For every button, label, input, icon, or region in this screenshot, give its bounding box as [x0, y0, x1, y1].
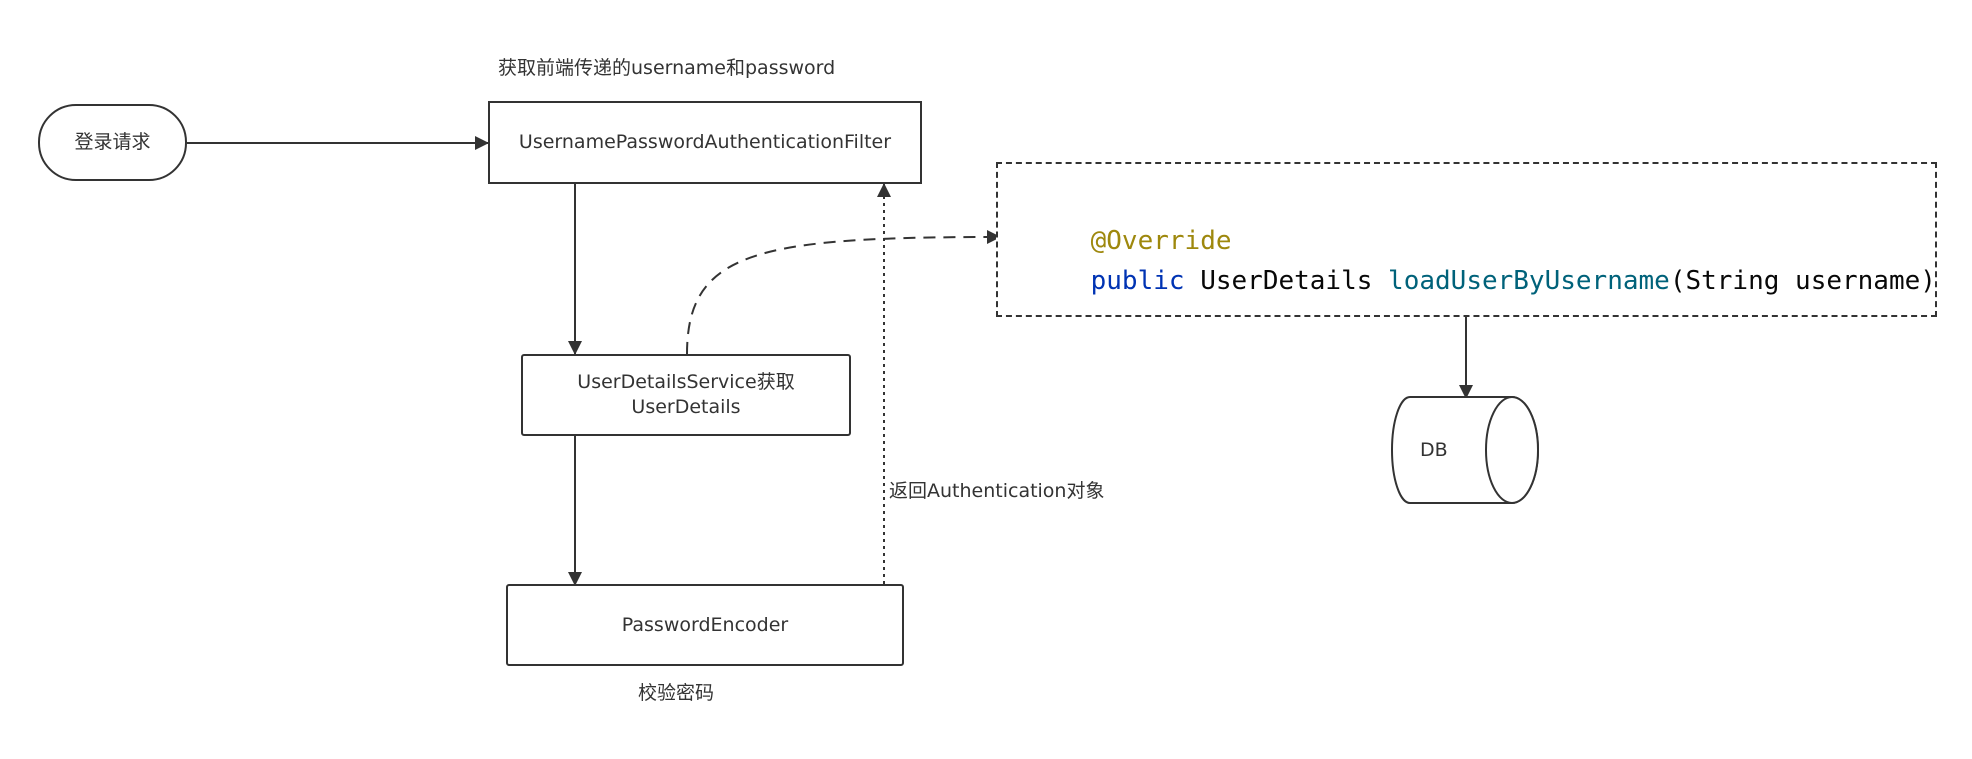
return-auth-label: 返回Authentication对象 — [889, 480, 1105, 502]
password-encoder-node[interactable]: PasswordEncoder — [506, 584, 904, 666]
user-details-service-label: UserDetailsService获取 UserDetails — [577, 371, 795, 418]
verify-password-label: 校验密码 — [638, 682, 715, 704]
code-annotation: @Override — [1090, 226, 1232, 256]
auth-filter-node[interactable]: UsernamePasswordAuthenticationFilter — [488, 101, 922, 184]
code-return-type: UserDetails — [1184, 266, 1389, 296]
user-details-service-node[interactable]: UserDetailsService获取 UserDetails — [521, 354, 851, 436]
db-cylinder — [1391, 396, 1539, 504]
code-line-signature: public UserDetails loadUserByUsername(St… — [1028, 230, 1936, 332]
login-request-node[interactable]: 登录请求 — [38, 104, 187, 181]
db-label: DB — [1420, 439, 1448, 461]
code-params: (String username) — [1669, 266, 1936, 296]
get-credentials-label: 获取前端传递的username和password — [498, 57, 836, 79]
auth-filter-label: UsernamePasswordAuthenticationFilter — [518, 131, 892, 153]
code-line-annotation: @Override — [1028, 190, 1232, 292]
login-request-label: 登录请求 — [74, 131, 151, 153]
edge-userdetailsservice-to-code-dashed — [686, 230, 1001, 355]
code-keyword: public — [1090, 266, 1185, 296]
password-encoder-label: PasswordEncoder — [621, 613, 789, 636]
code-method-name: loadUserByUsername — [1388, 266, 1670, 296]
code-snippet-box[interactable]: @Override public UserDetails loadUserByU… — [996, 162, 1937, 317]
